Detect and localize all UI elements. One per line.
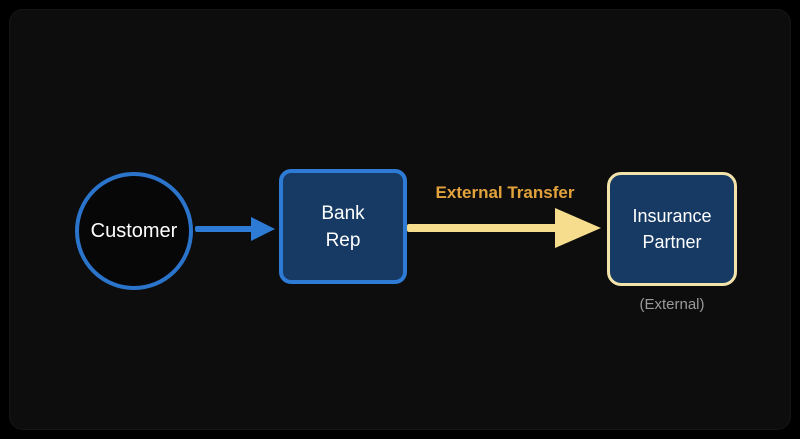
node-bank-rep-label-line1: Bank xyxy=(321,202,365,224)
node-insurance-partner-label-line2: Partner xyxy=(642,232,702,252)
arrow-customer-to-bankrep xyxy=(195,217,275,241)
diagram-panel: Customer Bank Rep External Transfer Insu… xyxy=(9,9,791,430)
edge-label-external-transfer: External Transfer xyxy=(435,183,575,202)
arrow-bankrep-to-insurance xyxy=(407,208,601,248)
node-customer: Customer xyxy=(75,172,193,290)
arrow-customer-to-bankrep-shape xyxy=(195,217,275,241)
node-bank-rep-label-line2: Rep xyxy=(325,229,361,251)
node-insurance-partner-label-line1: Insurance xyxy=(632,206,712,226)
arrow-bankrep-to-insurance-shape xyxy=(407,208,601,248)
node-bank-rep: Bank Rep xyxy=(279,169,407,284)
node-insurance-partner: Insurance Partner xyxy=(607,172,737,286)
insurance-external-caption: (External) xyxy=(639,296,705,313)
node-customer-label: Customer xyxy=(90,219,178,242)
